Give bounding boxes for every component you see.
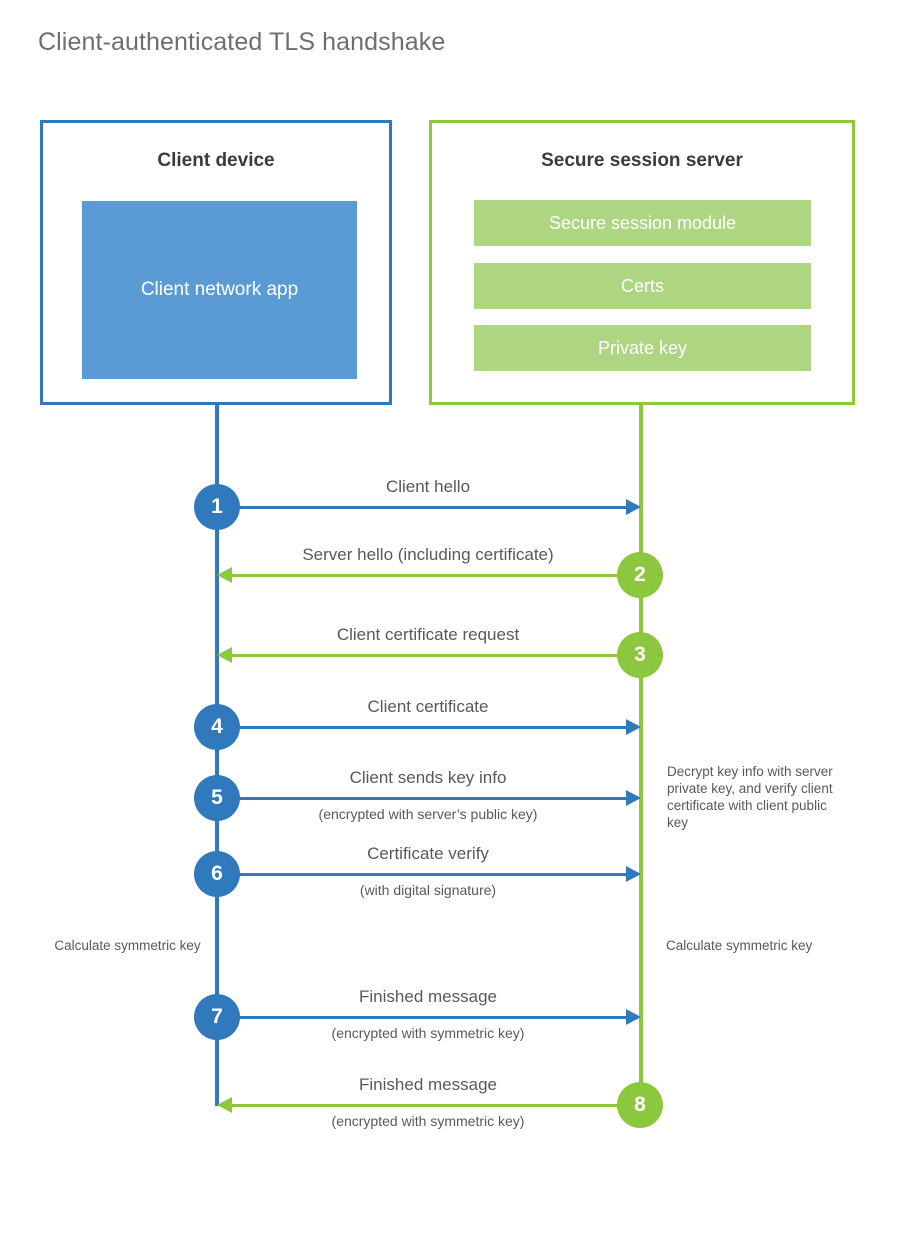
client-device-box: Client device Client network app <box>40 120 392 405</box>
step-1-label: Client hello <box>385 477 471 496</box>
step-8-arrow-head-left-icon <box>217 1097 232 1113</box>
secure-session-server-title: Secure session server <box>541 150 743 171</box>
client-network-app-block: Client network app <box>82 201 357 379</box>
step-3-label: Client certificate request <box>336 625 520 644</box>
note-server-decrypt: Decrypt key info with server private key… <box>667 764 833 830</box>
step-5-label: Client sends key info <box>349 768 507 787</box>
step-2-arrow-head-left-icon <box>217 567 232 583</box>
secure-session-server-box: Secure session server Secure session mod… <box>429 120 855 405</box>
page-title: Client-authenticated TLS handshake <box>38 28 446 56</box>
server-module-private-key: Private key <box>474 325 811 371</box>
step-2-arrow-shaft <box>232 574 641 577</box>
step-4-arrow-shaft <box>217 726 626 729</box>
step-7-arrow-head-right-icon <box>626 1009 641 1025</box>
step-7-sublabel: (encrypted with symmetric key) <box>331 1025 525 1041</box>
step-8-label: Finished message <box>359 1075 497 1094</box>
step-3-number-badge: 3 <box>617 632 663 678</box>
step-4-arrow-head-right-icon <box>626 719 641 735</box>
step-4-label: Client certificate <box>367 697 489 716</box>
step-7-number-badge: 7 <box>194 994 240 1040</box>
client-lifeline <box>215 403 219 1106</box>
step-5-number-badge: 5 <box>194 775 240 821</box>
step-8-number-badge: 8 <box>617 1082 663 1128</box>
note-calculate-symmetric-key-server: Calculate symmetric key <box>666 938 813 953</box>
step-1-arrow-shaft <box>217 506 626 509</box>
step-2-number-badge: 2 <box>617 552 663 598</box>
step-6-number-badge: 6 <box>194 851 240 897</box>
step-3-arrow-shaft <box>232 654 641 657</box>
server-module-certs: Certs <box>474 263 811 309</box>
client-device-title: Client device <box>157 150 275 171</box>
step-4-number-badge: 4 <box>194 704 240 750</box>
step-8-sublabel: (encrypted with symmetric key) <box>331 1113 525 1129</box>
step-3-arrow-head-left-icon <box>217 647 232 663</box>
step-1-arrow-head-right-icon <box>626 499 641 515</box>
step-5-arrow-shaft <box>217 797 626 800</box>
step-8-arrow-shaft <box>232 1104 641 1107</box>
step-5-arrow-head-right-icon <box>626 790 641 806</box>
note-calculate-symmetric-key-client: Calculate symmetric key <box>54 938 201 953</box>
step-1-number-badge: 1 <box>194 484 240 530</box>
step-6-sublabel: (with digital signature) <box>359 882 497 898</box>
step-6-arrow-head-right-icon <box>626 866 641 882</box>
step-7-label: Finished message <box>359 987 497 1006</box>
step-5-sublabel: (encrypted with server’s public key) <box>318 806 538 822</box>
server-lifeline <box>639 403 643 1106</box>
server-module-secure-session-module: Secure session module <box>474 200 811 246</box>
step-6-label: Certificate verify <box>367 844 489 863</box>
step-6-arrow-shaft <box>217 873 626 876</box>
step-2-label: Server hello (including certificate) <box>302 545 554 564</box>
step-7-arrow-shaft <box>217 1016 626 1019</box>
